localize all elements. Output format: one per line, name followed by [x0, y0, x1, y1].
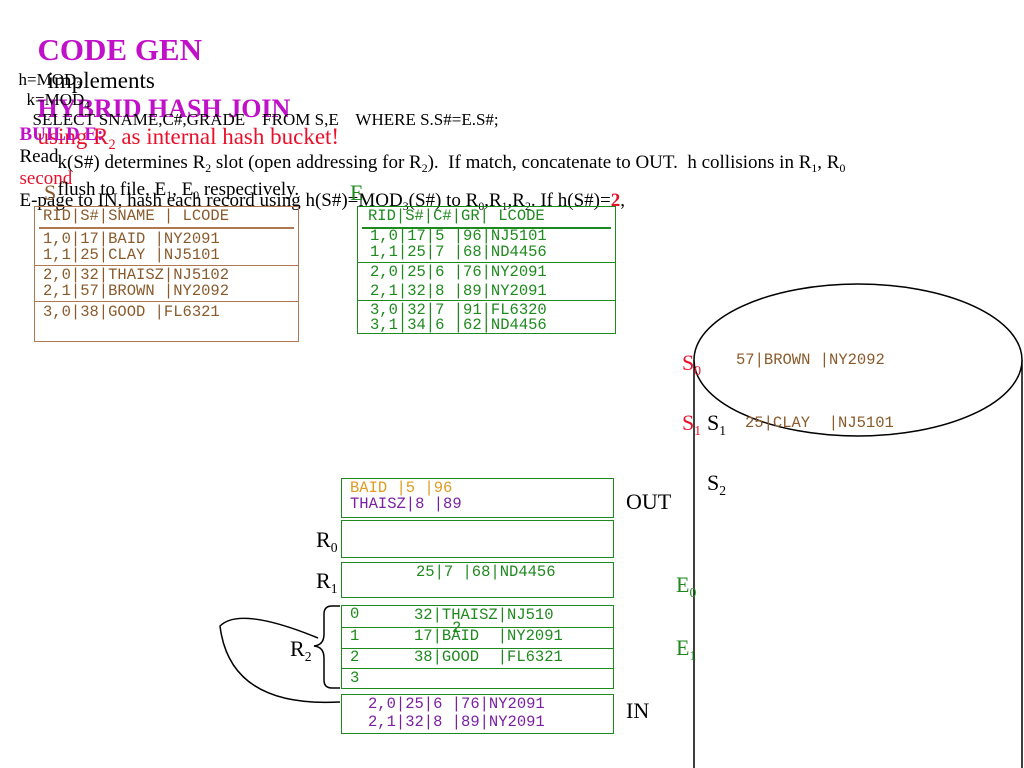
build-line-1: BUILD E: Read second E-page to IN, hash …	[19, 124, 625, 214]
table-row: 1,1|25|CLAY |NJ5101	[43, 246, 220, 264]
disk-s1-content: 25|CLAY |NJ5101	[745, 414, 894, 432]
out-buffer: BAID |5 |96 THAISZ|8 |89	[341, 478, 614, 518]
r2-slot-content: 32|THAISZ|NJ510	[414, 606, 554, 624]
h-mod-text: h=MOD3	[18, 70, 82, 92]
r2-slot-content: 38|GOOD |FL6321	[414, 648, 563, 666]
in-buffer: 2,0|25|6 |76|NY2091 2,1|32|8 |89|NY2091	[341, 694, 614, 734]
disk-cylinder-icon	[693, 283, 1023, 768]
r2-slot: 0 32|THAISZ|NJ510	[342, 606, 613, 626]
r1-content: 25|7 |68|ND4456	[416, 563, 556, 581]
code-gen-title: CODE GEN	[37, 32, 203, 67]
title-line: CODE GEN implements HYBRID HASH JOIN usi…	[26, 6, 340, 153]
out-label: OUT	[626, 489, 672, 514]
r2-slot-index: 0	[350, 605, 360, 623]
table-row: 2,1|57|BROWN |NY2092	[43, 282, 230, 300]
disk-e0-label: E0	[676, 572, 697, 600]
table-s-label: S	[44, 180, 57, 205]
in-row: 2,1|32|8 |89|NY2091	[368, 713, 545, 731]
r2-brace-icon	[219, 605, 341, 704]
k-mod-text: k=MOD4	[26, 90, 90, 112]
disk-s0-label: S0	[682, 350, 702, 378]
r1-label: R1	[316, 568, 338, 596]
query-text: SELECT SNAME,C#,GRADE FROM S,E WHERE S.S…	[32, 110, 499, 129]
r2-label: R2	[290, 636, 312, 664]
disk-s1-label: S1	[707, 410, 727, 438]
table-row: 3,0|32|7 |91|FL6320	[370, 301, 547, 319]
r2-overflow-digit: 2	[452, 619, 462, 637]
table-e-header: RID|S#|C#|GR| LCODE	[368, 207, 545, 225]
build-line-2: k(S#) determines R2 slot (open addressin…	[57, 152, 846, 176]
r2-slot: 1 17|BAID |NY2091	[342, 628, 613, 648]
in-row: 2,0|25|6 |76|NY2091	[368, 695, 545, 713]
table-row: 2,0|25|6 |76|NY2091	[370, 263, 547, 281]
r2-slot: 2 38|GOOD |FL6321	[342, 649, 613, 669]
in-label: IN	[626, 698, 650, 723]
r0-buffer	[341, 520, 614, 558]
table-row: 1,0|17|5 |96|NJ5101	[370, 227, 547, 245]
implements-text: implements	[47, 68, 155, 93]
table-row: 1,0|17|BAID |NY2091	[43, 230, 220, 248]
table-e: RID|S#|C#|GR| LCODE 1,0|17|5 |96|NJ5101 …	[357, 206, 616, 334]
table-s-header: RID|S#|SNAME | LCODE	[43, 207, 230, 225]
r2-slot-index: 3	[350, 669, 360, 687]
disk-s1-red-label: S1	[682, 410, 702, 438]
table-row: 2,1|32|8 |89|NY2091	[370, 282, 547, 300]
table-row: 3,0|38|GOOD |FL6321	[43, 303, 220, 321]
table-row: 1,1|25|7 |68|ND4456	[370, 243, 547, 261]
hybrid-hash-join-text: HYBRID HASH JOIN	[37, 94, 291, 123]
r2-slot-content: 17|BAID |NY2091	[414, 627, 563, 645]
out-row: BAID |5 |96	[350, 479, 453, 497]
table-s: RID|S#|SNAME | LCODE 1,0|17|BAID |NY2091…	[34, 206, 299, 342]
r0-label: R0	[316, 527, 338, 555]
table-row: 3,1|34|6 |62|ND4456	[370, 316, 547, 334]
disk-e1-label: E1	[676, 635, 697, 663]
params-line: h=MOD3 k=MOD4 SELECT SNAME,C#,GRADE FROM…	[10, 50, 499, 130]
using-r-text: using R2 as internal hash bucket!	[37, 124, 340, 153]
r2-slot-index: 1	[350, 627, 360, 645]
r2-slot-index: 2	[350, 648, 360, 666]
build-line-3: flush to file, E1, E0 respectively.	[57, 179, 300, 203]
disk-s0-content: 57|BROWN |NY2092	[736, 351, 885, 369]
r2-slot: 3	[342, 670, 613, 690]
out-row: THAISZ|8 |89	[350, 495, 462, 513]
table-e-label: E	[350, 180, 364, 205]
r1-buffer: 25|7 |68|ND4456	[341, 562, 614, 598]
table-row: 2,0|32|THAISZ|NJ5102	[43, 266, 230, 284]
disk-s2-label: S2	[707, 470, 727, 498]
r2-table: 0 32|THAISZ|NJ510 1 17|BAID |NY2091 2 2 …	[341, 605, 614, 689]
